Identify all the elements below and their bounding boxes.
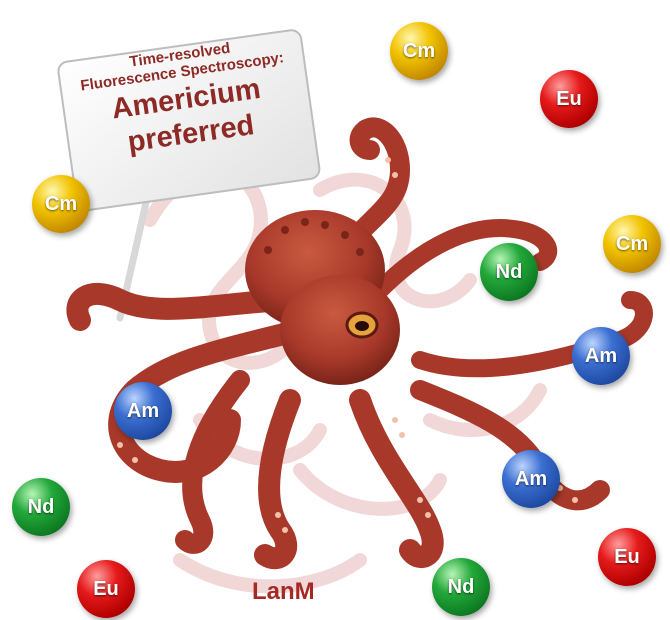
nd-ball: Nd (12, 478, 70, 536)
eu-ball: Eu (77, 560, 135, 618)
octopus-body (245, 210, 400, 385)
caption-lanm: LanM (252, 578, 315, 605)
eu-ball: Eu (598, 528, 656, 586)
cm-ball: Cm (32, 175, 90, 233)
cm-ball: Cm (390, 22, 448, 80)
sign-text: Time-resolved Fluorescence Spectroscopy:… (69, 23, 308, 202)
am-ball: Am (502, 450, 560, 508)
am-ball: Am (114, 382, 172, 440)
nd-ball: Nd (432, 558, 490, 616)
am-ball: Am (572, 327, 630, 385)
octopus-suckers (117, 157, 578, 533)
nd-ball: Nd (480, 243, 538, 301)
eu-ball: Eu (540, 70, 598, 128)
cm-ball: Cm (603, 215, 661, 273)
sign-board (57, 29, 321, 212)
